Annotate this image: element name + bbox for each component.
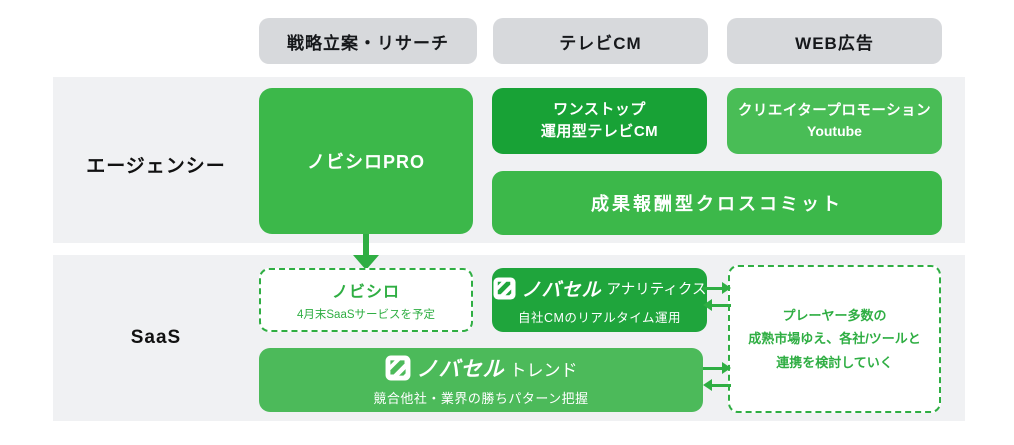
novasell-analytics-box: ノバセル アナリティクス 自社CMのリアルタイム運用 [492, 268, 707, 332]
novasell-logo-icon [385, 355, 410, 381]
partner-note-line1: プレーヤー多数の [782, 307, 887, 323]
column-header-strategy: 戦略立案・リサーチ [259, 18, 477, 64]
novasell-analytics-brand: ノバセル [521, 279, 602, 301]
creator-promotion-box: クリエイタープロモーション Youtube [727, 88, 942, 154]
novasell-trend-subtitle: 競合他社・業界の勝ちパターン把握 [373, 391, 589, 406]
column-header-label: WEB広告 [795, 33, 874, 53]
partner-note-box: プレーヤー多数の 成熟市場ゆえ、各社/ツールと 連携を検討していく [728, 265, 941, 413]
column-header-label: テレビCM [559, 33, 642, 53]
nobishiro-saas-title: ノビシロ [331, 284, 400, 301]
nobishiro-pro-title: ノビシロPRO [306, 152, 425, 172]
nobishiro-saas-subtitle: 4月末SaaSサービスを予定 [296, 309, 436, 321]
novasell-analytics-subtitle: 自社CMのリアルタイム運用 [517, 310, 682, 325]
arrow-down-icon [363, 234, 369, 257]
partner-note-line3: 連携を検討していく [776, 354, 893, 370]
novasell-trend-brand: ノバセル [416, 358, 505, 381]
arrow-left-icon [703, 299, 731, 311]
novasell-trend-brand-row: ノバセル トレンド [385, 353, 578, 383]
novasell-logo-icon [493, 276, 516, 300]
saas-row-label: SaaS [130, 327, 182, 348]
onestop-tvcm-line2: 運用型テレビCM [540, 123, 659, 140]
partner-note-line2: 成熟市場ゆえ、各社/ツールと [748, 331, 921, 347]
onestop-tvcm-box: ワンストップ 運用型テレビCM [492, 88, 707, 154]
arrow-right-icon [703, 282, 731, 294]
creator-promotion-line1: クリエイタープロモーション [737, 102, 932, 119]
novasell-trend-product: トレンド [509, 360, 578, 380]
novasell-analytics-brand-row: ノバセル アナリティクス [493, 275, 707, 302]
arrow-left-icon [703, 379, 731, 391]
column-header-webad: WEB広告 [727, 18, 942, 64]
column-header-tvcm: テレビCM [493, 18, 708, 64]
cross-commit-title: 成果報酬型クロスコミット [591, 194, 843, 214]
agency-row-label: エージェンシー [86, 156, 226, 177]
nobishiro-pro-box: ノビシロPRO [259, 88, 473, 234]
arrow-down-head-icon [353, 255, 379, 270]
column-header-label: 戦略立案・リサーチ [287, 33, 449, 53]
nobishiro-saas-box: ノビシロ 4月末SaaSサービスを予定 [259, 268, 473, 332]
arrow-right-icon [703, 362, 731, 374]
creator-promotion-line2: Youtube [807, 122, 862, 139]
novasell-trend-box: ノバセル トレンド 競合他社・業界の勝ちパターン把握 [259, 348, 703, 412]
onestop-tvcm-line1: ワンストップ [553, 101, 646, 119]
cross-commit-box: 成果報酬型クロスコミット [492, 171, 942, 235]
novasell-analytics-product: アナリティクス [606, 281, 707, 298]
